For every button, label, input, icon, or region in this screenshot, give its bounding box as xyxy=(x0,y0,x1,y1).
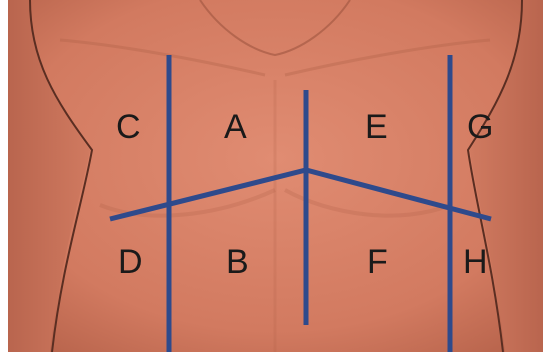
region-label-c: C xyxy=(116,110,141,144)
region-label-f: F xyxy=(367,245,388,279)
region-label-b: B xyxy=(226,245,249,279)
region-label-a: A xyxy=(224,110,247,144)
region-label-g: G xyxy=(467,110,493,144)
region-label-e: E xyxy=(365,110,388,144)
region-label-h: H xyxy=(463,245,488,279)
region-label-d: D xyxy=(118,245,143,279)
